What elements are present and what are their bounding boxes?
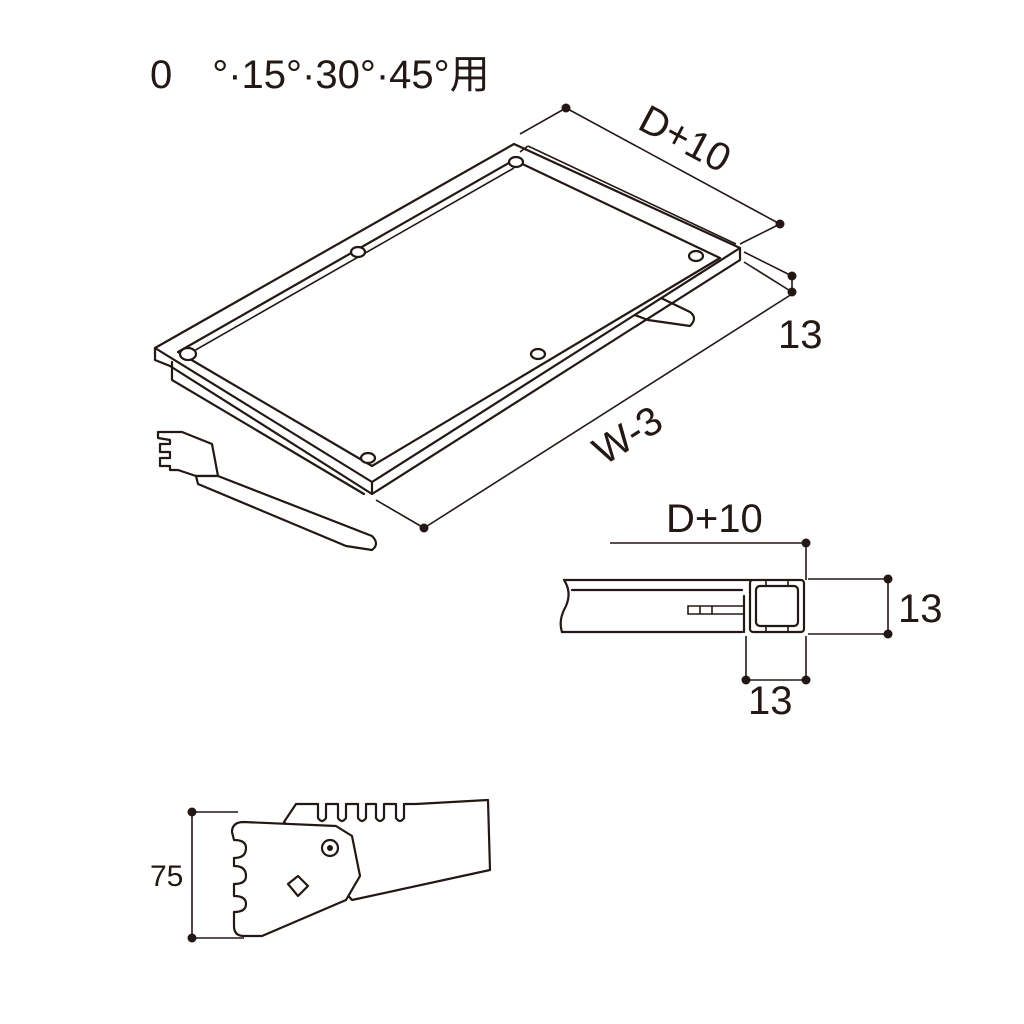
bracket-height-label: 75 (150, 860, 183, 893)
isometric-frame-view: D+10 13 W-3 (153, 97, 823, 552)
section-depth-label: D+10 (666, 497, 763, 541)
depth-label: D+10 (632, 97, 738, 181)
height-label: 13 (778, 313, 823, 357)
dimension-height: 13 (743, 251, 823, 357)
section-width-label: 13 (748, 679, 793, 723)
width-label: W-3 (585, 398, 670, 474)
title-text: 0 °·15°·30°·45°用 (150, 53, 490, 97)
front-bracket (156, 430, 378, 552)
section-view: D+10 13 13 (559, 497, 943, 723)
frame (153, 142, 742, 496)
section-height-label: 13 (898, 587, 943, 631)
bracket-side-view: 75 (150, 798, 492, 943)
